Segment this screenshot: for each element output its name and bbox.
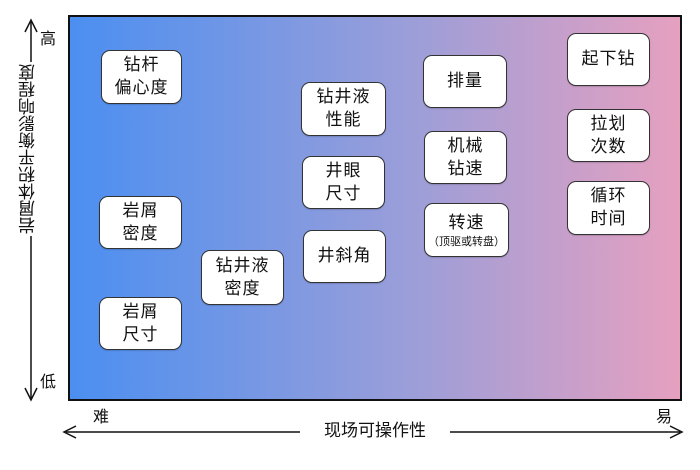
y-high-label: 高 (40, 29, 57, 48)
factor-line: 尺寸 (122, 324, 159, 345)
factor-rotary-speed: 转速 （顶驱或转盘） (424, 203, 509, 257)
factor-line: 钻速 (447, 158, 484, 179)
factor-line: 机械 (447, 135, 484, 156)
factor-line: 次数 (590, 136, 627, 157)
factor-line: 钻井液 (316, 87, 371, 107)
factor-tripping: 起下钻 (567, 33, 650, 86)
factor-line: 钻杆 (123, 55, 160, 75)
factor-drillpipe-eccentricity: 钻杆 偏心度 (101, 50, 182, 104)
factor-rate-of-penetration: 机械 钻速 (424, 131, 507, 184)
x-hard-label: 难 (93, 407, 110, 426)
y-axis-title: 岩屑体积平衡影响程度 (19, 62, 43, 236)
factor-line: 钻井液 (215, 255, 270, 276)
factor-line: 岩屑 (122, 200, 159, 221)
factor-drilling-fluid-density: 钻井液 密度 (201, 250, 284, 305)
factor-line: 岩屑 (122, 301, 159, 322)
factor-circulation-time: 循环 时间 (567, 181, 650, 235)
factor-flow-rate: 排量 (423, 55, 507, 108)
factor-line: 起下钻 (581, 49, 636, 69)
factor-line: 时间 (590, 209, 627, 229)
factor-drilling-fluid-properties: 钻井液 性能 (301, 82, 386, 136)
factor-cuttings-density: 岩屑 密度 (99, 196, 182, 249)
factor-line: 拉划 (590, 113, 627, 134)
factor-line: 密度 (122, 223, 159, 244)
x-easy-label: 易 (656, 407, 673, 426)
factor-line: 井斜角 (317, 246, 372, 266)
factor-line: 尺寸 (325, 183, 362, 204)
y-low-label: 低 (40, 372, 57, 391)
factor-line: 井眼 (325, 160, 362, 181)
factor-line: 循环 (590, 186, 627, 206)
factor-cuttings-size: 岩屑 尺寸 (99, 297, 182, 350)
factor-wellbore-size: 井眼 尺寸 (302, 156, 385, 209)
plot-area: 钻杆 偏心度 岩屑 密度 岩屑 尺寸 钻井液 密度 钻井液 性能 井眼 尺寸 井… (68, 15, 682, 401)
factor-line: 密度 (224, 278, 261, 299)
x-axis-title: 现场可操作性 (300, 421, 450, 441)
factor-line: 排量 (447, 71, 483, 91)
factor-inclination-angle: 井斜角 (303, 230, 386, 283)
factor-line: 偏心度 (114, 78, 169, 98)
factor-reaming-times: 拉划 次数 (567, 109, 650, 162)
factor-line: 转速 (448, 212, 485, 233)
factor-subtext: （顶驱或转盘） (428, 234, 505, 248)
factor-line: 性能 (325, 110, 362, 130)
